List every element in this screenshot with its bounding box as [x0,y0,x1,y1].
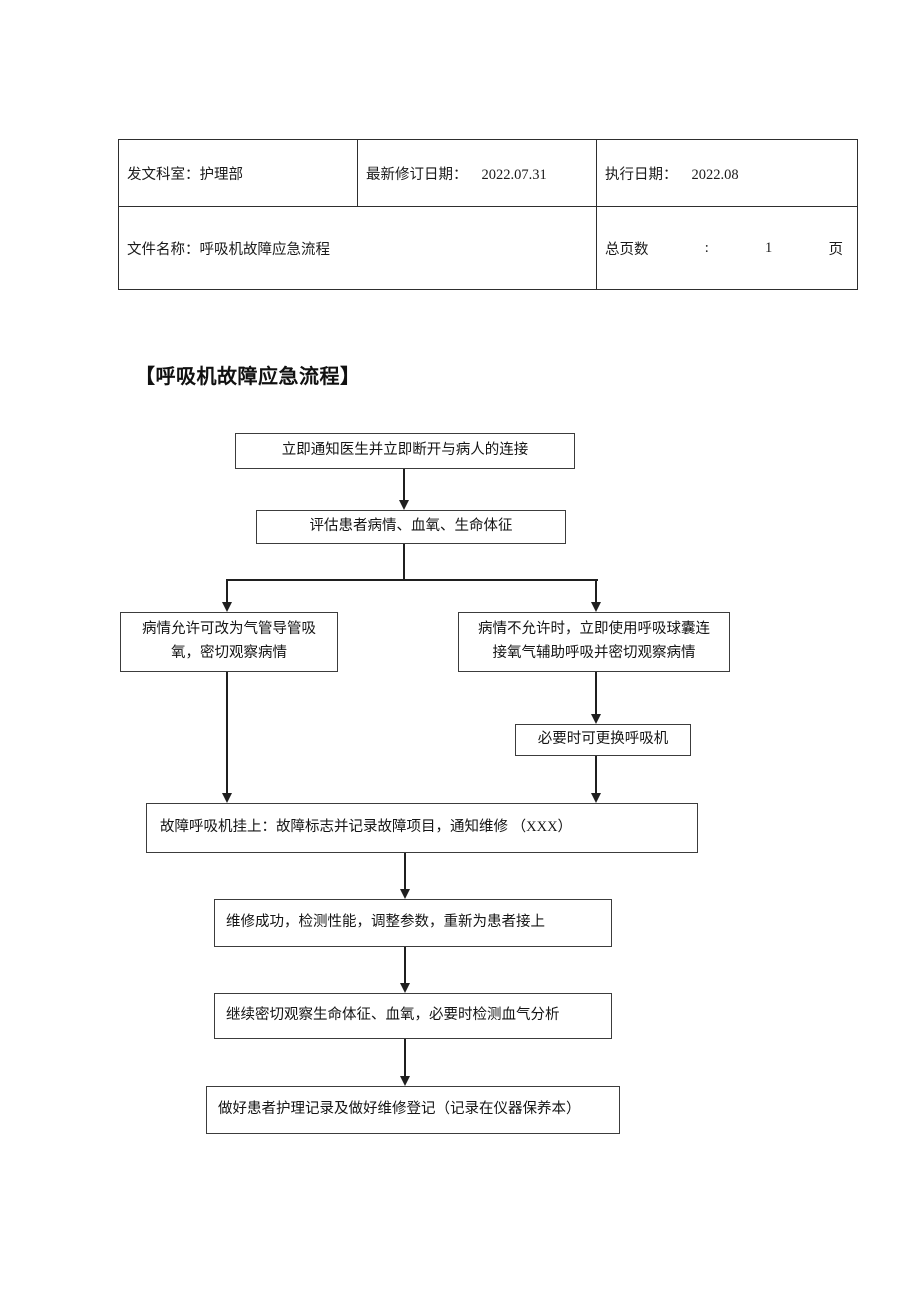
flow-node-condition-allows: 病情允许可改为气管导管吸 氧，密切观察病情 [120,612,338,672]
total-pages-unit: 页 [828,241,843,258]
effective-date-label: 执行日期： [605,166,678,183]
arrow-replace-to-tag-icon [590,756,602,803]
arrow-split-to-disallow-icon [590,579,602,612]
arrow-observe-to-record-icon [399,1039,411,1086]
arrow-disallow-to-replace-icon [590,672,602,724]
flow-node-notify-doctor-text: 立即通知医生并立即断开与病人的连接 [281,442,529,459]
flow-node-notify-doctor: 立即通知医生并立即断开与病人的连接 [235,433,575,469]
revision-date-value: 2022.07.31 [481,166,547,183]
flow-node-tag-faulty-machine-text: 故障呼吸机挂上：故障标志并记录故障项目，通知维修 （XXX） [160,819,573,836]
issuing-dept-label: 发文科室： [127,166,200,183]
flow-node-tag-faulty-machine: 故障呼吸机挂上：故障标志并记录故障项目，通知维修 （XXX） [146,803,698,853]
arrow-allow-to-tag-icon [221,672,233,803]
header-row-2: 文件名称：呼吸机故障应急流程 总页数 : 1 页 [118,206,858,290]
header-row-1: 发文科室：护理部 最新修订日期： 2022.07.31 执行日期： 2022.08 [118,139,858,207]
flow-node-replace-ventilator: 必要时可更换呼吸机 [515,724,691,756]
flow-node-continue-observation-text: 继续密切观察生命体征、血氧，必要时检测血气分析 [226,1007,560,1024]
arrow-notify-to-assess-icon [398,469,410,510]
total-pages-label: 总页数 [605,241,649,258]
total-pages-cell: 总页数 : 1 页 [596,206,858,290]
arrow-split-to-allow-icon [221,579,233,612]
revision-date-label: 最新修订日期： [366,166,468,183]
section-title: 【呼吸机故障应急流程】 [135,366,361,388]
file-name-value: 呼吸机故障应急流程 [199,241,331,258]
arrow-repair-to-observe-icon [399,947,411,993]
flow-node-condition-disallows: 病情不允许时，立即使用呼吸球囊连 接氧气辅助呼吸并密切观察病情 [458,612,730,672]
file-name-cell: 文件名称：呼吸机故障应急流程 [118,206,597,290]
flow-node-condition-allows-text: 病情允许可改为气管导管吸 氧，密切观察病情 [142,621,316,661]
total-pages-value: 1 [765,239,773,256]
effective-date-value: 2022.08 [691,166,739,183]
revision-date-cell: 最新修订日期： 2022.07.31 [357,139,597,207]
issuing-dept-value: 护理部 [199,166,244,183]
flow-node-continue-observation: 继续密切观察生命体征、血氧，必要时检测血气分析 [214,993,612,1039]
flow-node-repair-success-text: 维修成功，检测性能，调整参数，重新为患者接上 [226,914,545,931]
connector-branch-horizontal [227,579,598,581]
document-header-table: 发文科室：护理部 最新修订日期：2022.07.31 执行日期：2022.08 … [118,139,858,290]
flow-node-assess-patient-text: 评估患者病情、血氧、生命体征 [309,518,513,535]
flow-node-nursing-record-text: 做好患者护理记录及做好维修登记（记录在仪器保养本） [218,1101,581,1118]
file-name-label: 文件名称： [127,241,200,258]
flow-node-repair-success: 维修成功，检测性能，调整参数，重新为患者接上 [214,899,612,947]
flow-node-replace-ventilator-text: 必要时可更换呼吸机 [537,731,669,748]
flow-node-condition-disallows-text: 病情不允许时，立即使用呼吸球囊连 接氧气辅助呼吸并密切观察病情 [478,621,710,661]
arrow-tag-to-repair-icon [399,853,411,899]
total-pages-colon: : [704,239,709,256]
flow-node-assess-patient: 评估患者病情、血氧、生命体征 [256,510,566,544]
flow-node-nursing-record: 做好患者护理记录及做好维修登记（记录在仪器保养本） [206,1086,620,1134]
effective-date-cell: 执行日期： 2022.08 [596,139,858,207]
connector-assess-to-split [403,544,405,580]
issuing-dept-cell: 发文科室：护理部 [118,139,358,207]
